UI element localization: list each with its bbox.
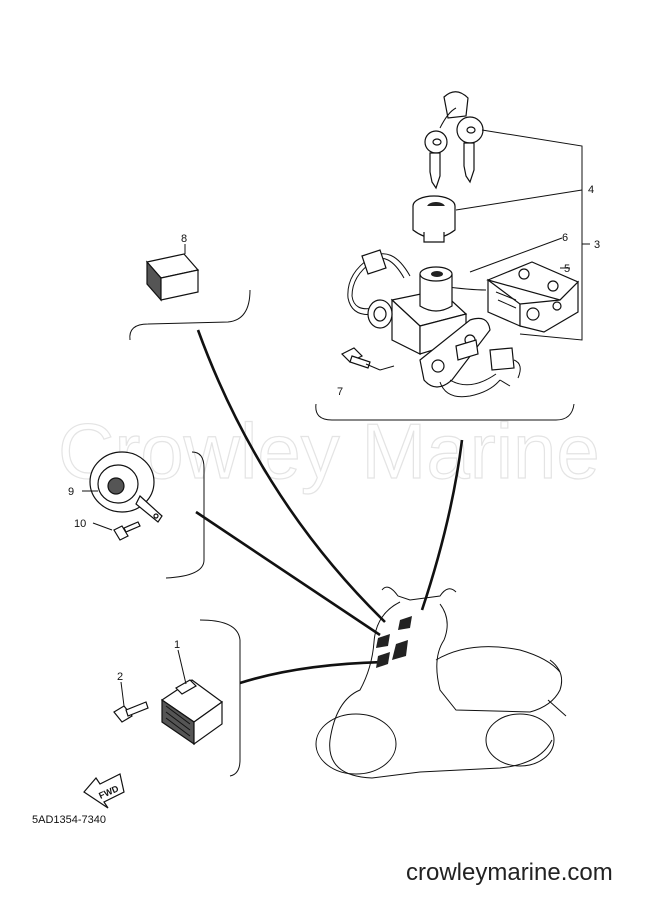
leader-2 [120, 681, 125, 707]
leader-6 [469, 237, 563, 273]
bracket-box-3 [315, 403, 575, 421]
bracket-box-1 [199, 619, 241, 777]
part-10-screw [113, 521, 141, 541]
callout-3: 3 [594, 239, 600, 251]
callout-4: 4 [588, 184, 594, 196]
callout-7: 7 [337, 386, 343, 398]
leader-7b [379, 365, 395, 371]
part-4-lock-cylinder-cap [412, 195, 456, 243]
part-ignition-switch-assembly [347, 249, 521, 398]
leader-1 [177, 649, 187, 685]
callout-8: 8 [181, 233, 187, 245]
callout-1: 1 [174, 639, 180, 651]
leader-3 [481, 129, 583, 341]
fwd-arrow-icon: FWD [83, 773, 125, 809]
leader-7 [365, 363, 381, 371]
callout-6: 6 [562, 232, 568, 244]
connector-line-3 [420, 439, 464, 611]
callout-2: 2 [117, 671, 123, 683]
bracket-box-8 [129, 289, 251, 341]
scooter-outline [315, 586, 567, 779]
site-footer-link[interactable]: crowleymarine.com [406, 859, 613, 886]
leader-10 [92, 522, 113, 531]
part-7-bolt [340, 347, 371, 369]
connector-line-8 [196, 329, 386, 623]
bracket-box-9 [165, 451, 205, 579]
part-9-horn [89, 451, 163, 523]
part-2-bolt [113, 701, 149, 723]
connector-line-9 [195, 510, 381, 637]
part-1-rectifier-regulator [160, 679, 224, 746]
part-keys [424, 91, 484, 190]
part-5-seat-lock-bracket [486, 261, 580, 333]
callout-10: 10 [74, 518, 86, 530]
callout-9: 9 [68, 486, 74, 498]
leader-4 [455, 189, 583, 211]
part-8-relay-box [145, 253, 200, 302]
callout-5: 5 [564, 263, 570, 275]
figure-code: 5AD1354-7340 [32, 814, 107, 826]
connector-line-1 [239, 660, 386, 685]
